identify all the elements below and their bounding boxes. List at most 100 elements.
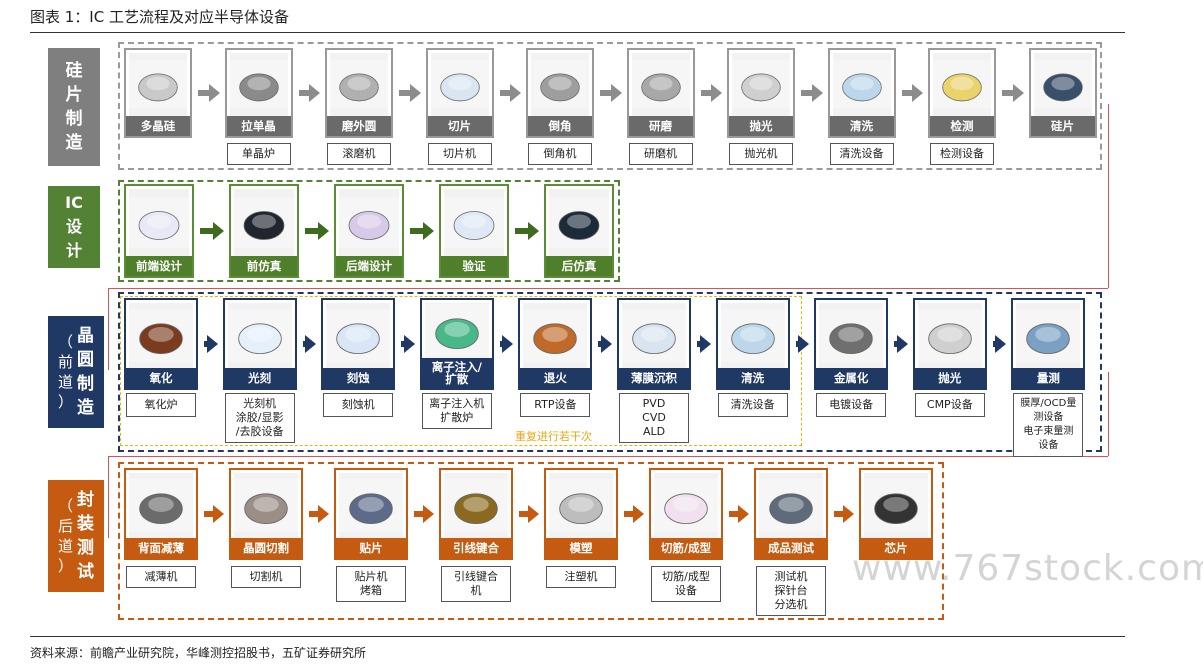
section-label-front-end-prefix: （ 前 道 ） xyxy=(57,333,73,411)
silicon-arrow-shaft xyxy=(399,90,410,96)
silicon-arrow-shaft xyxy=(801,90,812,96)
back-end-stage-image-svg xyxy=(759,478,823,533)
front-end-stage-image xyxy=(129,303,193,368)
front-end-arrow-shaft xyxy=(697,341,700,347)
ic-design-stage-image-svg xyxy=(549,197,609,248)
back-end-arrow xyxy=(834,505,854,523)
front-end-stage-image-svg xyxy=(523,308,588,363)
front-end-stage-label: 退火 xyxy=(520,368,591,388)
front-end-stage-label: 光刻 xyxy=(224,368,295,388)
silicon-arrow-head xyxy=(208,84,220,102)
back-end-stage: 切筋/成型 xyxy=(649,468,723,560)
ic-design-arrow-shaft xyxy=(515,228,528,234)
back-end-stage: 背面减薄 xyxy=(124,468,198,560)
connector-5 xyxy=(108,456,1108,457)
silicon-stage-image xyxy=(732,53,790,116)
back-end-stage-image-svg xyxy=(339,478,403,533)
ic-design-stage-label: 后端设计 xyxy=(336,256,402,276)
front-end-stage: 光刻 xyxy=(222,298,297,390)
silicon-arrow xyxy=(298,84,320,102)
front-end-arrow xyxy=(598,335,612,353)
silicon-stage-image xyxy=(832,53,891,116)
back-end-stage: 晶圆切割 xyxy=(229,468,303,560)
back-end-stage-label: 成品测试 xyxy=(756,538,826,558)
silicon-equipment: 倒角机 xyxy=(528,143,592,165)
front-end-arrow xyxy=(894,335,908,353)
section-label-silicon: 硅 片 制 造 xyxy=(48,48,100,166)
ic-design-stage-image xyxy=(129,189,189,256)
silicon-arrow-shaft xyxy=(298,90,309,96)
silicon-stage-label: 切片 xyxy=(427,116,492,136)
silicon-stage-image-svg xyxy=(1033,60,1092,109)
source-note: 资料来源：前瞻产业研究院，华峰测控招股书，五矿证券研究所 xyxy=(30,646,367,660)
back-end-arrow-shaft xyxy=(309,511,318,517)
back-end-arrow-head xyxy=(423,505,434,523)
front-end-arrow xyxy=(697,335,711,353)
front-end-arrow-shaft xyxy=(894,341,897,347)
ic-design-stage-image xyxy=(234,189,294,256)
silicon-arrow xyxy=(399,84,421,102)
front-end-stage-image xyxy=(424,303,489,358)
silicon-stage: 研磨 xyxy=(626,48,695,138)
ic-design-arrow xyxy=(200,222,224,240)
silicon-arrow-head xyxy=(912,84,923,102)
back-end-stage: 芯片 xyxy=(859,468,933,560)
ic-design-arrow xyxy=(410,222,434,240)
ic-design-arrow-head xyxy=(213,222,224,240)
front-end-stage: 退火 xyxy=(518,298,593,390)
silicon-arrow xyxy=(198,84,220,102)
back-end-arrow-shaft xyxy=(204,511,213,517)
silicon-equipment: 单晶炉 xyxy=(226,143,291,165)
silicon-arrow xyxy=(1002,84,1024,102)
silicon-stage: 拉单晶 xyxy=(224,48,293,138)
section-label-back-end: （ 后 道 ） 封 装 测 试 xyxy=(48,480,104,592)
ic-design-stage: 前仿真 xyxy=(229,184,299,278)
back-end-stage-label: 切筋/成型 xyxy=(651,538,721,558)
front-end-stage-label: 薄膜沉积 xyxy=(619,368,689,388)
front-end-stage-label: 离子注入/ 扩散 xyxy=(421,358,492,388)
ic-design-stage: 后仿真 xyxy=(544,184,614,278)
section-label-back-end-main: 封 装 测 试 xyxy=(77,490,94,582)
silicon-equipment: 切片机 xyxy=(427,143,492,165)
silicon-stage-image xyxy=(330,53,388,116)
silicon-arrow-shaft xyxy=(499,90,510,96)
front-end-arrow xyxy=(401,335,415,353)
back-end-equipment: 测试机 探针台 分选机 xyxy=(756,566,826,616)
front-end-loop-frame xyxy=(120,296,802,446)
front-end-stage: 抛光 xyxy=(912,298,987,390)
back-end-equipment: 引线键合 机 xyxy=(441,566,511,602)
back-end-stage-image xyxy=(864,473,928,538)
silicon-arrow xyxy=(700,84,722,102)
silicon-stage-image-svg xyxy=(631,60,690,109)
back-end-stage-image-svg xyxy=(549,478,613,533)
ic-design-arrow-head xyxy=(528,222,539,240)
silicon-stage: 多晶硅 xyxy=(124,48,192,138)
back-end-equipment: 贴片机 烤箱 xyxy=(336,566,406,602)
front-end-arrow-head xyxy=(206,335,218,353)
front-end-stage: 清洗 xyxy=(715,298,790,390)
back-end-stage-label: 芯片 xyxy=(861,538,931,558)
section-label-front-end-main: 晶 圆 制 造 xyxy=(77,326,94,418)
front-end-stage-image xyxy=(917,303,982,368)
front-end-arrow xyxy=(499,335,514,353)
silicon-arrow-head xyxy=(1012,84,1024,102)
section-label-ic-design: IC 设 计 xyxy=(48,186,100,268)
ic-design-arrow-head xyxy=(423,222,434,240)
back-end-stage-image-svg xyxy=(129,478,193,533)
silicon-arrow-head xyxy=(309,84,320,102)
silicon-stage: 切片 xyxy=(425,48,494,138)
silicon-stage: 硅片 xyxy=(1028,48,1097,138)
front-end-stage-label: 抛光 xyxy=(914,368,985,388)
front-end-equipment: RTP设备 xyxy=(520,393,591,417)
silicon-stage-image xyxy=(531,53,589,116)
front-end-stage-image-svg xyxy=(326,308,391,363)
back-end-stage: 贴片 xyxy=(334,468,408,560)
silicon-stage: 磨外圆 xyxy=(325,48,393,138)
front-end-equipment: 清洗设备 xyxy=(717,393,788,417)
front-end-arrow-head xyxy=(305,335,317,353)
back-end-arrow-head xyxy=(528,505,539,523)
back-end-arrow-shaft xyxy=(729,511,738,517)
back-end-arrow-head xyxy=(738,505,749,523)
ic-design-arrow-shaft xyxy=(200,228,213,234)
back-end-equipment: 切割机 xyxy=(231,566,301,588)
